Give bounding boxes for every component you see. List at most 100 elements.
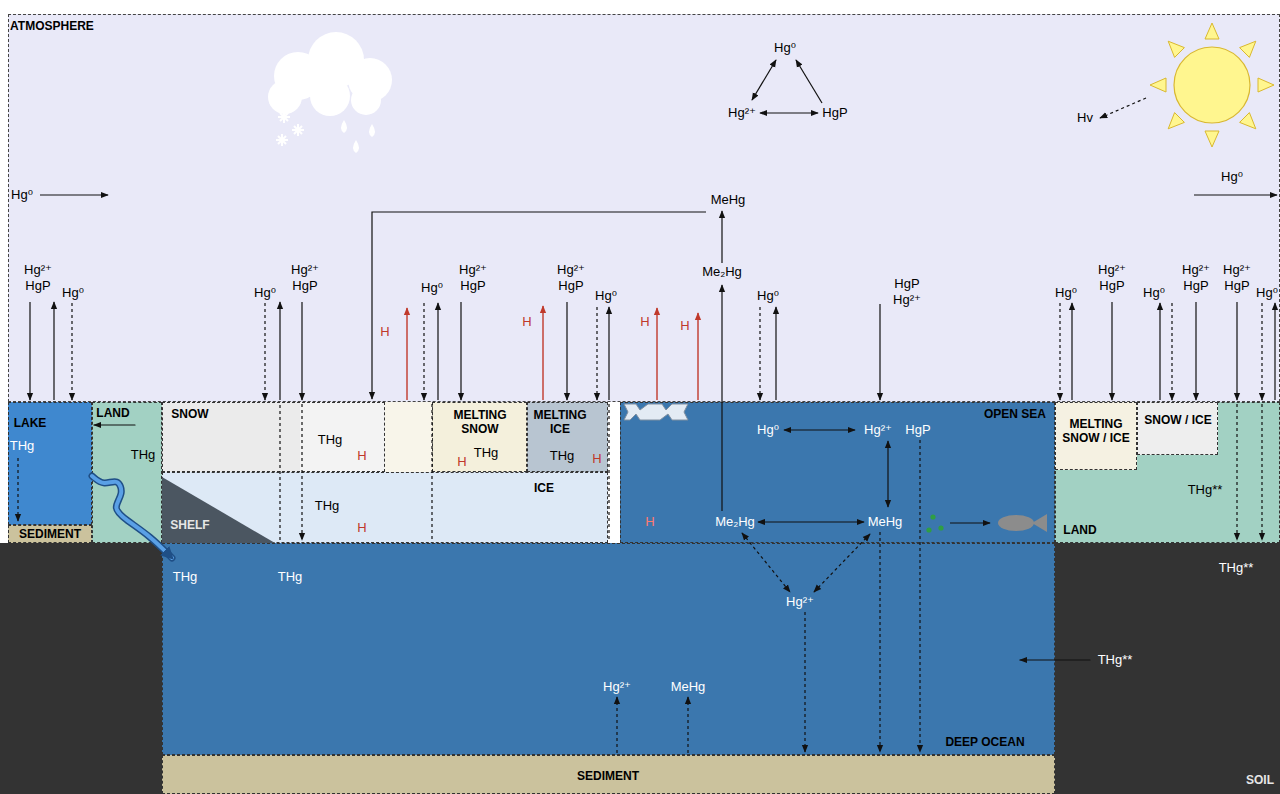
flux-arrow xyxy=(1261,303,1262,400)
text-slot: Hg²⁺ xyxy=(603,679,631,695)
text-slot: THg xyxy=(173,569,198,585)
flow-connector xyxy=(94,425,135,426)
deposition-arrow xyxy=(372,212,706,399)
species-label: MeHg xyxy=(711,192,746,208)
text-slot: Hg⁰ xyxy=(1256,285,1278,301)
flux-arrow xyxy=(759,307,760,400)
conversion-arrow xyxy=(721,211,722,263)
region-name: OPEN SEA xyxy=(984,407,1046,421)
sediment-box: SEDIMENT xyxy=(162,755,1055,794)
ice-box: ICE THgH SHELF xyxy=(162,472,608,543)
flux-arrow xyxy=(879,304,880,400)
species-label: Hg²⁺ HgP xyxy=(1179,262,1213,293)
region-name: SHELF xyxy=(170,518,209,532)
fish-tail xyxy=(1032,514,1047,532)
species-label: Hg⁰ xyxy=(595,288,617,304)
surface-fluxes xyxy=(30,302,1275,540)
cloud-puff xyxy=(268,80,302,114)
cloud xyxy=(268,32,392,153)
text-slot: MELTING SNOW xyxy=(445,408,515,437)
heat-flux-label: H xyxy=(357,520,366,536)
text-slot: H xyxy=(522,314,531,330)
flux-arrow xyxy=(1059,303,1060,400)
species-label: Hg²⁺ xyxy=(786,594,814,610)
melting-snow-box: MELTING SNOWTHgH xyxy=(432,402,527,472)
text-slot: Hg²⁺ HgP xyxy=(288,262,322,293)
text-slot: Hg⁰ xyxy=(1055,285,1077,301)
exchange-arrow xyxy=(796,60,822,103)
plankton-dot xyxy=(926,527,931,532)
text-slot: H xyxy=(680,318,689,334)
species-label: THg xyxy=(318,432,343,448)
heat-flux-label: H xyxy=(640,314,649,330)
text-slot: H xyxy=(457,454,466,470)
heat-flux-label: H xyxy=(357,448,366,464)
heat-flux-label: H xyxy=(680,318,689,334)
text-slot: Hg²⁺ xyxy=(728,105,756,121)
ocean-processes xyxy=(18,430,1047,753)
text-slot: Hg²⁺ xyxy=(786,594,814,610)
region-name: SNOW xyxy=(171,407,208,421)
text-slot: Me₂Hg xyxy=(702,264,742,280)
text-slot: OPEN SEA xyxy=(984,407,1046,421)
region-name: SOIL xyxy=(1246,773,1274,787)
species-label: Hg⁰ xyxy=(774,40,796,56)
species-label: HgP Hg²⁺ xyxy=(890,276,924,307)
flux-line xyxy=(279,404,280,540)
bedrock-block xyxy=(0,543,162,794)
species-label: Hg⁰ xyxy=(1221,169,1243,185)
region-name: MELTING ICE xyxy=(527,408,593,437)
text-slot: H xyxy=(592,451,601,467)
species-label: MeHg xyxy=(868,514,903,530)
text-slot: Hv xyxy=(1077,110,1093,126)
text-slot: MeHg xyxy=(868,514,903,530)
deep-ocean-box: THgTHgHg²⁺Hg²⁺MeHgDEEP OCEAN xyxy=(162,543,1055,755)
ice-floes xyxy=(624,404,688,420)
flux-arrow xyxy=(608,307,609,400)
region-name: SNOW / ICE xyxy=(1139,413,1217,427)
heat-flux-label: H xyxy=(592,451,601,467)
flux-arrow xyxy=(1236,404,1237,540)
species-label: THg xyxy=(315,498,340,514)
region-name: LAND xyxy=(1063,523,1096,537)
flux-arrow xyxy=(301,404,302,540)
text-slot: SHELF xyxy=(170,518,209,532)
sun-ray xyxy=(1240,113,1256,129)
text-slot: Me₂Hg xyxy=(715,514,755,530)
text-slot: THg xyxy=(131,447,156,463)
text-slot: HgP xyxy=(822,105,847,121)
snow-box: SNOW THgH xyxy=(162,402,385,472)
text-slot: Hg⁰ xyxy=(62,285,84,301)
flux-arrow xyxy=(1111,302,1112,400)
river-connector xyxy=(92,476,172,558)
region-name: ICE xyxy=(534,481,554,495)
region-name: ATMOSPHERE xyxy=(10,19,94,33)
species-label: Hg⁰ xyxy=(1055,285,1077,301)
species-label: Hg⁰ xyxy=(757,422,779,438)
species-label: Hg²⁺ xyxy=(728,105,756,121)
species-label: Hg⁰ xyxy=(254,285,276,301)
sun-ray xyxy=(1150,78,1166,92)
flux-arrow xyxy=(423,303,424,400)
soil-box: THg**THg**SOIL xyxy=(1055,543,1280,794)
species-label: MeHg xyxy=(671,679,706,695)
species-label: Hg²⁺ HgP xyxy=(554,262,588,293)
species-label: Hg⁰ xyxy=(1143,285,1165,301)
exchange-arrow xyxy=(760,112,818,113)
text-slot: LAND xyxy=(1063,523,1096,537)
flux-arrow xyxy=(264,303,265,400)
connector-line xyxy=(1020,659,1090,660)
species-label: Me₂Hg xyxy=(702,264,742,280)
species-label: Hg²⁺ HgP xyxy=(1220,262,1254,293)
text-slot: Hg⁰ xyxy=(774,40,796,56)
settling-arrow xyxy=(804,612,805,752)
species-label: HgP xyxy=(822,105,847,121)
atmosphere-band: ATMOSPHEREHg⁰Hg²⁺HgPHvHg⁰MeHgHg⁰Me₂HgHg²… xyxy=(8,14,1280,402)
text-slot: H xyxy=(640,314,649,330)
exchange-arrow xyxy=(742,533,790,592)
text-slot: THg xyxy=(318,432,343,448)
atmosphere-cycle xyxy=(40,60,1277,511)
snowflake xyxy=(278,111,290,123)
snow-ice-box: SNOW / ICE xyxy=(1137,402,1218,455)
flux-arrow xyxy=(1159,303,1160,400)
